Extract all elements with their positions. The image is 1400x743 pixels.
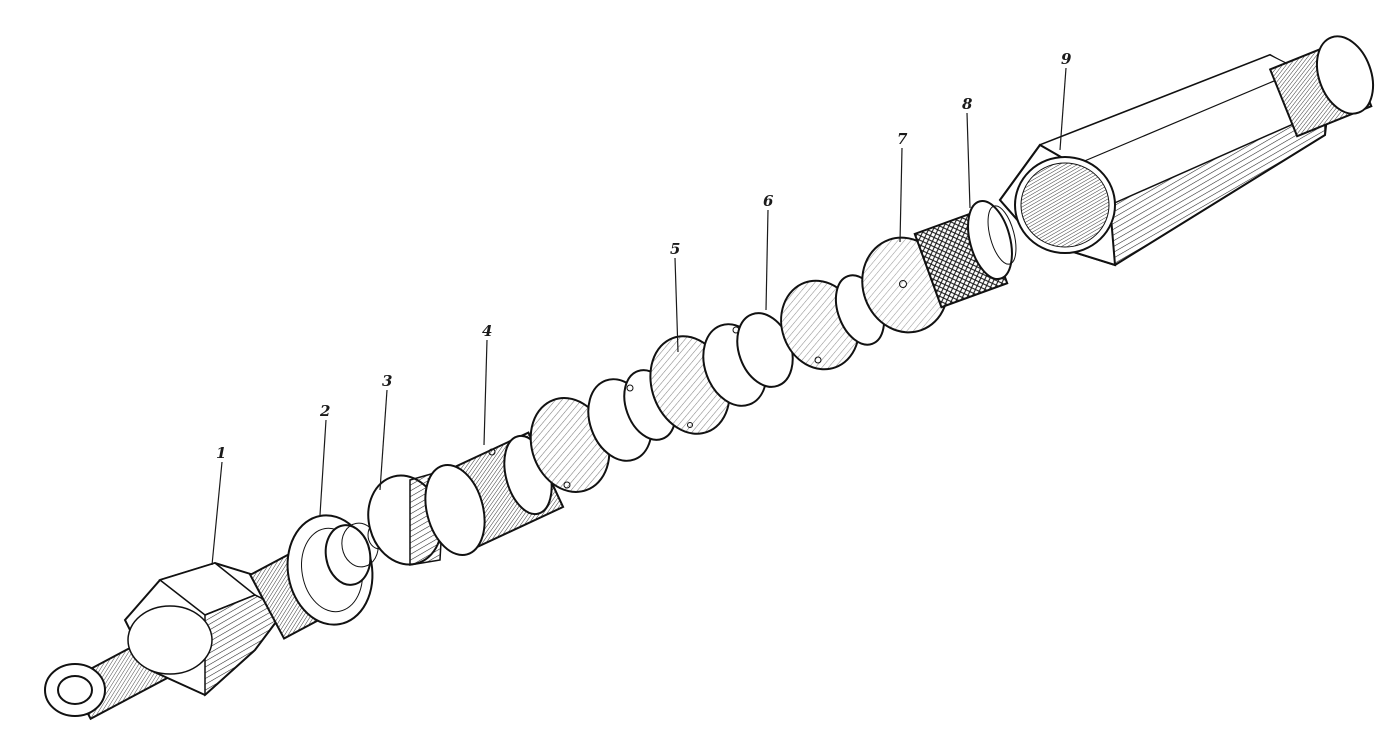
part-9-hex-housing: [998, 35, 1375, 267]
leader-1: [211, 461, 223, 566]
callout-label-8: 8: [962, 95, 973, 113]
part-5-disc-stack: [649, 312, 794, 435]
callout-label-6: 6: [763, 192, 774, 210]
leader-3: [379, 389, 388, 491]
leader-9: [1059, 67, 1067, 151]
leader-6: [765, 209, 769, 311]
leader-5: [674, 257, 679, 353]
callout-label-3: 3: [382, 372, 392, 390]
callout-label-4: 4: [482, 322, 492, 340]
callout-label-9: 9: [1061, 50, 1072, 68]
leader-8: [966, 112, 971, 209]
part-8-knurled-sleeve: [913, 200, 1017, 309]
leader-4: [483, 339, 488, 446]
part-6-disc-stack: [780, 274, 886, 371]
callout-leaders: [211, 67, 1067, 566]
callout-labels: 1 2 3 4 5 6 7 8 9: [216, 50, 1072, 462]
callout-label-5: 5: [670, 240, 680, 258]
callout-label-2: 2: [319, 402, 330, 420]
leader-7: [899, 147, 903, 243]
part-2-washer-rings: [286, 514, 393, 626]
callout-label-7: 7: [897, 130, 908, 148]
leader-2: [319, 419, 327, 516]
callout-label-1: 1: [216, 444, 226, 462]
